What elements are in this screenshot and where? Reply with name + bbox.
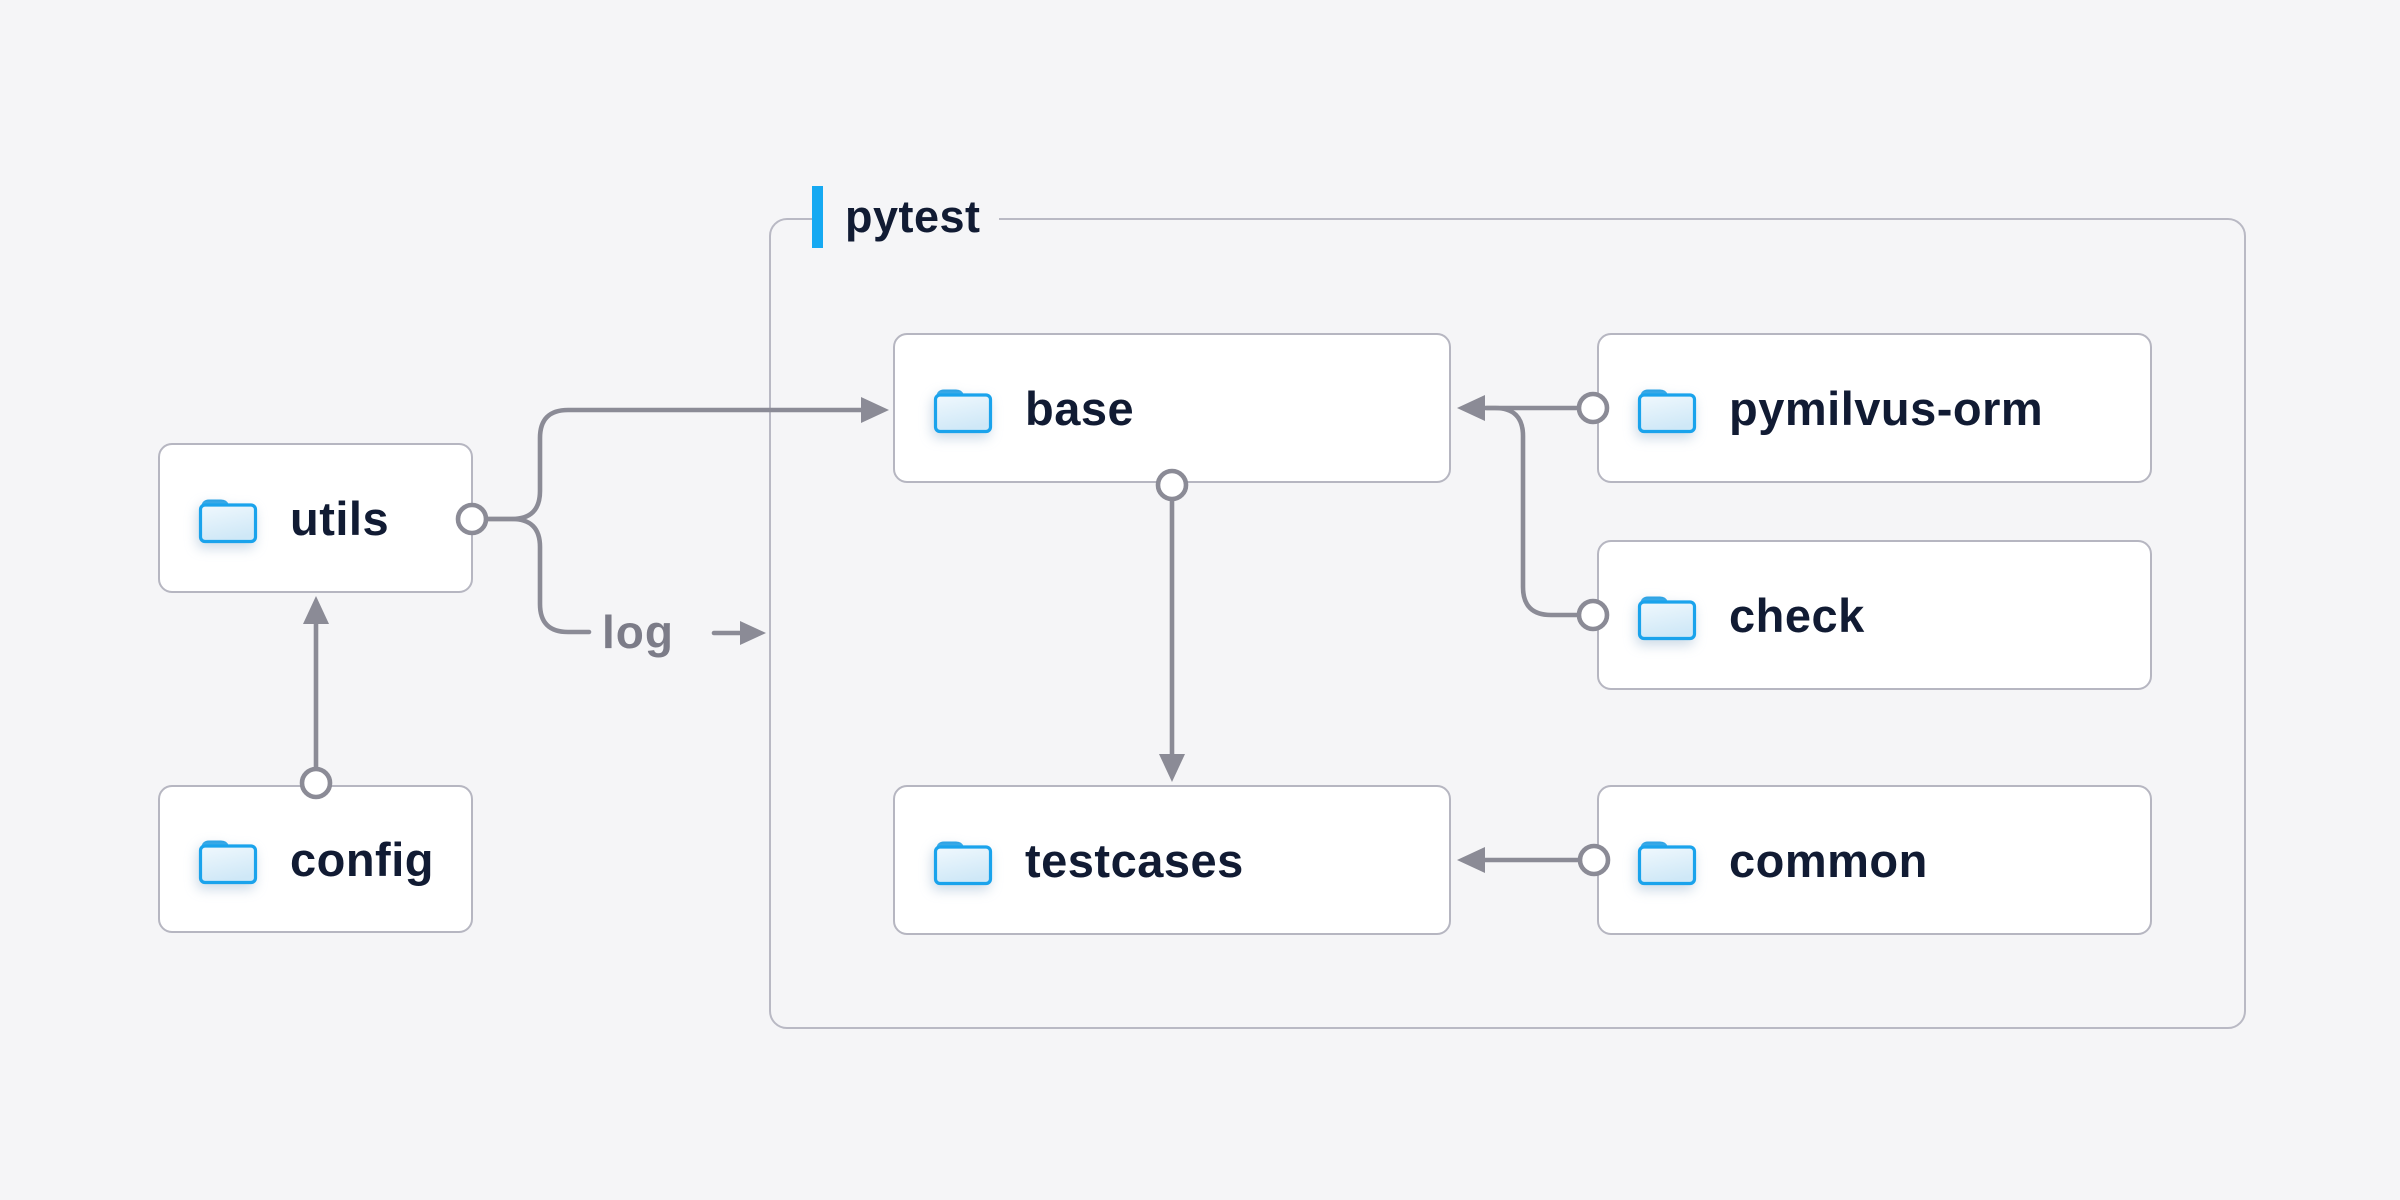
node-base[interactable]: base (893, 333, 1451, 483)
accent-bar-icon (812, 186, 823, 248)
folder-icon (931, 382, 995, 434)
node-label: pymilvus-orm (1729, 381, 2044, 435)
folder-icon (1635, 589, 1699, 641)
node-label: config (290, 832, 434, 886)
node-label: utils (290, 491, 390, 545)
node-pymilvus-orm[interactable]: pymilvus-orm (1597, 333, 2152, 483)
node-label: check (1729, 588, 1865, 642)
node-check[interactable]: check (1597, 540, 2152, 690)
folder-icon (196, 833, 260, 885)
edge-config-to-utils (303, 596, 329, 772)
node-testcases[interactable]: testcases (893, 785, 1451, 935)
node-utils[interactable]: utils (158, 443, 473, 593)
node-config[interactable]: config (158, 785, 473, 933)
node-label: common (1729, 833, 1928, 887)
folder-icon (1635, 834, 1699, 886)
node-common[interactable]: common (1597, 785, 2152, 935)
pytest-group-label: pytest (812, 186, 999, 248)
edge-label-log: log (602, 606, 674, 658)
pytest-group-title: pytest (845, 191, 981, 242)
node-label: testcases (1025, 833, 1244, 887)
folder-icon (1635, 382, 1699, 434)
folder-icon (196, 492, 260, 544)
pytest-group (769, 218, 2246, 1029)
folder-icon (931, 834, 995, 886)
node-label: base (1025, 381, 1135, 435)
